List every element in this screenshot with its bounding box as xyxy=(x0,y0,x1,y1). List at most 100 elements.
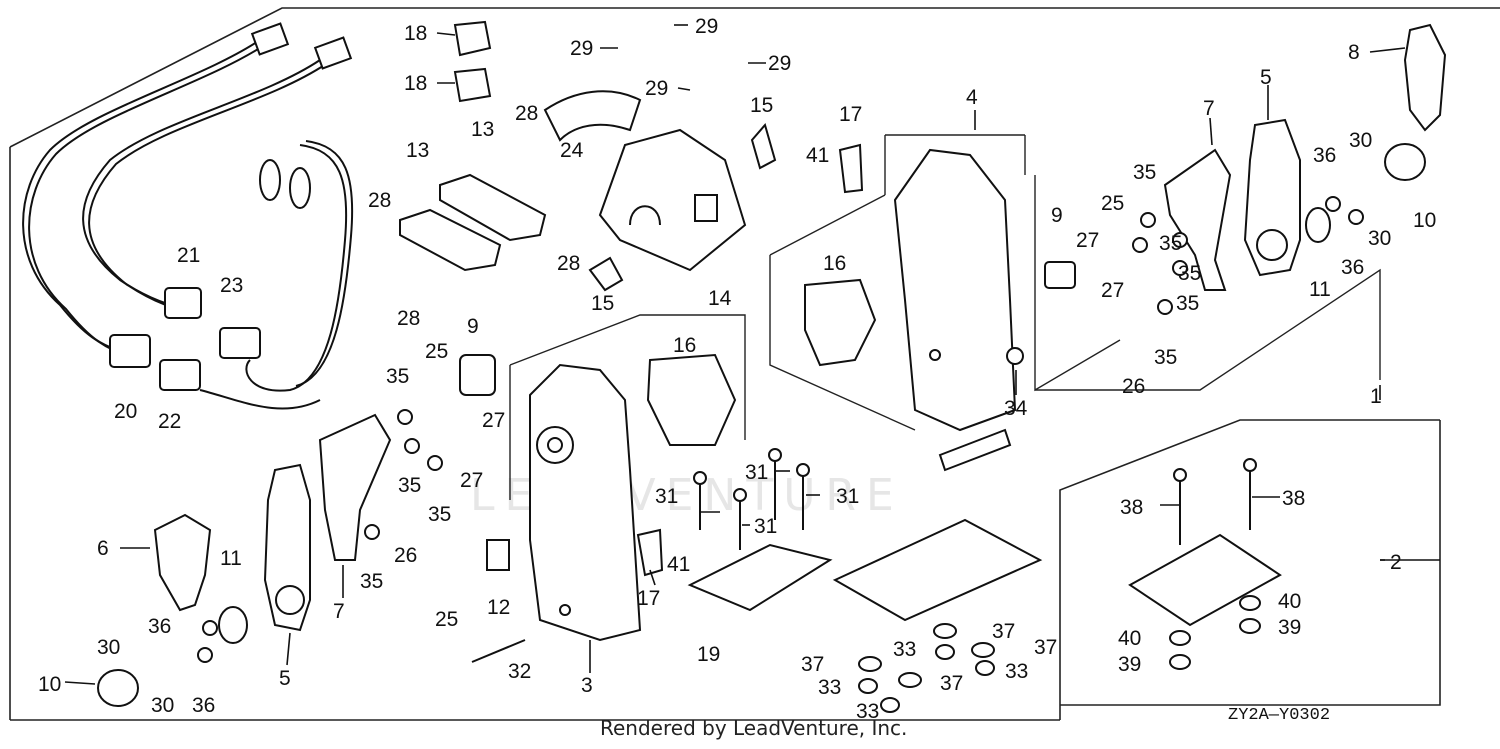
callout-35: 35 xyxy=(360,570,383,593)
callout-35: 35 xyxy=(398,474,421,497)
plate-24 xyxy=(543,90,642,142)
callout-30: 30 xyxy=(1349,129,1372,152)
callout-27: 27 xyxy=(460,469,483,492)
levers-5 xyxy=(263,118,1301,632)
callout-14: 14 xyxy=(708,287,732,310)
callout-35: 35 xyxy=(1133,161,1156,184)
callout-19: 19 xyxy=(697,643,720,666)
callout-33: 33 xyxy=(893,638,916,661)
callout-20: 20 xyxy=(114,400,137,423)
callout-35: 35 xyxy=(386,365,409,388)
callout-31: 31 xyxy=(754,515,777,538)
callout-36: 36 xyxy=(192,694,215,717)
callout-4: 4 xyxy=(966,86,978,109)
callout-32: 32 xyxy=(508,660,531,683)
callout-24: 24 xyxy=(560,139,584,162)
callout-7: 7 xyxy=(333,600,345,623)
callout-labels: 1 2 3 4 5 5 6 7 7 8 9 9 10 10 11 11 12 1… xyxy=(38,15,1436,723)
callout-37: 37 xyxy=(992,620,1015,643)
callout-23: 23 xyxy=(220,274,243,297)
callout-17: 17 xyxy=(637,587,660,610)
callout-38: 38 xyxy=(1120,496,1143,519)
callout-18: 18 xyxy=(404,72,427,95)
callout-18: 18 xyxy=(404,22,427,45)
callout-17: 17 xyxy=(839,103,862,126)
callout-5: 5 xyxy=(1260,66,1272,89)
callout-34: 34 xyxy=(1004,397,1028,420)
footer-credit: Rendered by LeadVenture, Inc. xyxy=(600,716,908,740)
callout-36: 36 xyxy=(1313,144,1336,167)
callout-10: 10 xyxy=(1413,209,1436,232)
arms-7 xyxy=(318,148,1232,561)
callout-30: 30 xyxy=(97,636,120,659)
brackets-13 xyxy=(399,173,547,272)
callout-27: 27 xyxy=(482,409,505,432)
callout-36: 36 xyxy=(148,615,171,638)
callout-30: 30 xyxy=(151,694,174,717)
callout-12: 12 xyxy=(487,596,510,619)
callout-22: 22 xyxy=(158,410,181,433)
callout-39: 39 xyxy=(1118,653,1141,676)
knobs-and-discs xyxy=(97,143,1426,707)
callout-29: 29 xyxy=(645,77,668,100)
callout-15: 15 xyxy=(591,292,614,315)
callout-16: 16 xyxy=(823,252,846,275)
callout-33: 33 xyxy=(856,700,879,723)
callout-25: 25 xyxy=(435,608,458,631)
callout-1: 1 xyxy=(1370,385,1382,408)
callout-33: 33 xyxy=(1005,660,1028,683)
callout-33: 33 xyxy=(818,676,841,699)
grips xyxy=(153,23,1447,612)
callout-25: 25 xyxy=(425,340,448,363)
callout-11: 11 xyxy=(1309,278,1331,301)
callout-28: 28 xyxy=(515,102,538,125)
callout-40: 40 xyxy=(1278,590,1301,613)
screws xyxy=(471,448,1257,663)
callout-16: 16 xyxy=(673,334,696,357)
callout-26: 26 xyxy=(394,544,417,567)
diagram-code: ZY2A—Y0302 xyxy=(1228,706,1331,725)
cover-14 xyxy=(598,128,747,272)
callout-28: 28 xyxy=(368,189,391,212)
wire-harnesses xyxy=(22,39,354,410)
callout-40: 40 xyxy=(1118,627,1141,650)
callout-11: 11 xyxy=(220,547,242,570)
frame-lines xyxy=(9,7,1500,721)
control-housing-4 xyxy=(893,148,1017,472)
callout-29: 29 xyxy=(695,15,718,38)
leader-lines xyxy=(64,24,1440,685)
callout-35: 35 xyxy=(1176,292,1199,315)
nuts-and-washers xyxy=(197,196,1364,713)
gaskets xyxy=(687,518,1282,627)
harness-connectors xyxy=(109,22,353,391)
callout-7: 7 xyxy=(1203,97,1215,120)
callout-3: 3 xyxy=(581,674,593,697)
assembly-3-outline xyxy=(509,314,746,500)
callout-27: 27 xyxy=(1101,279,1124,302)
callout-13: 13 xyxy=(406,139,429,162)
callout-39: 39 xyxy=(1278,616,1301,639)
callout-27: 27 xyxy=(1076,229,1099,252)
callout-13: 13 xyxy=(471,118,494,141)
callout-35: 35 xyxy=(428,503,451,526)
callout-31: 31 xyxy=(836,485,859,508)
callout-26: 26 xyxy=(1122,375,1145,398)
callout-38: 38 xyxy=(1282,487,1305,510)
callout-37: 37 xyxy=(1034,636,1057,659)
callout-28: 28 xyxy=(557,252,580,275)
assembly-1-outline xyxy=(769,134,1381,431)
callout-37: 37 xyxy=(801,653,824,676)
callout-28: 28 xyxy=(397,307,420,330)
callout-29: 29 xyxy=(768,52,791,75)
callout-29: 29 xyxy=(570,37,593,60)
callout-25: 25 xyxy=(1101,192,1124,215)
small-parts xyxy=(453,20,1076,577)
callout-35: 35 xyxy=(1154,346,1177,369)
callout-21: 21 xyxy=(177,244,200,267)
callout-31: 31 xyxy=(655,485,678,508)
callout-36: 36 xyxy=(1341,256,1364,279)
callout-9: 9 xyxy=(1051,204,1063,227)
callout-8: 8 xyxy=(1348,41,1360,64)
callout-6: 6 xyxy=(97,537,109,560)
